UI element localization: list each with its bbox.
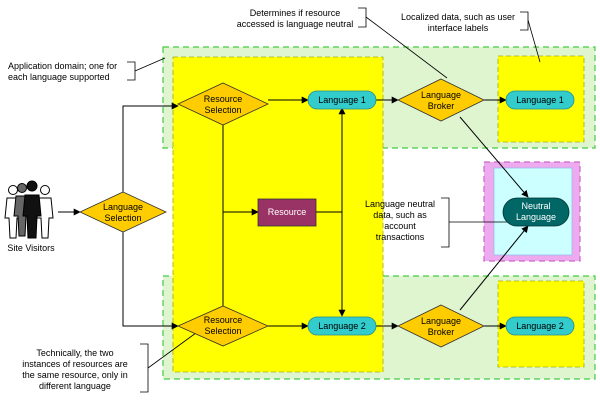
neutral-language-line1: Neutral	[521, 201, 550, 211]
broker-bottom-line2: Broker	[428, 327, 455, 337]
technically-note-line1: Technically, the two	[36, 348, 113, 358]
leader-determines	[365, 16, 448, 79]
resource-selection-bottom-line1: Resource	[204, 315, 243, 325]
arrow-selection-to-top	[122, 102, 179, 198]
resource-selection-bottom-diamond	[177, 305, 269, 347]
neutral-data-note-line2: data, such as	[373, 210, 427, 220]
resource-selection-top-line2: Selection	[204, 105, 241, 115]
neutral-language-line2: Language	[516, 212, 556, 222]
resource-selection-bottom-line2: Selection	[204, 326, 241, 336]
language-selection-diamond	[79, 191, 167, 233]
determines-note-line2: accessed is language neutral	[237, 19, 354, 29]
language-selection-line1: Language	[103, 202, 143, 212]
broker-top-line1: Language	[421, 90, 461, 100]
arrow-selection-to-bottom	[122, 226, 179, 330]
language-broker-top-diamond	[397, 78, 485, 122]
language2-right-label: Language 2	[516, 321, 564, 331]
technically-note-line4: different language	[39, 381, 111, 391]
resource-box	[257, 198, 317, 227]
language1-left-label: Language 1	[318, 95, 366, 105]
neutral-data-note-line1: Language neutral	[365, 199, 435, 209]
resource-selection-top-diamond	[177, 82, 269, 126]
neutral-data-note-line4: transactions	[376, 232, 425, 242]
language2-left-label: Language 2	[318, 321, 366, 331]
language1-right-pill	[505, 90, 575, 110]
localized-note-line2: interface labels	[428, 23, 489, 33]
language1-right-label: Language 1	[516, 95, 564, 105]
app-domain-note-line2: each language supported	[8, 72, 110, 82]
bracket-localized	[520, 11, 529, 31]
leader-app-domain	[134, 57, 166, 72]
language2-right-pill	[505, 316, 575, 336]
bracket-determines	[358, 7, 367, 28]
resource-label: Resource	[268, 207, 307, 217]
technically-note-line2: instances of resources are	[22, 359, 128, 369]
language-selection-line2: Selection	[104, 213, 141, 223]
broker-bottom-line1: Language	[421, 316, 461, 326]
app-domain-note-line1: Application domain; one for	[8, 61, 117, 71]
leader-technically	[147, 329, 201, 369]
bracket-app-domain	[127, 61, 136, 81]
arrow-broker-top-to-neutral	[459, 116, 529, 198]
site-visitors-label: Site Visitors	[7, 243, 55, 253]
bracket-neutral-data	[441, 197, 450, 248]
language1-left-pill	[307, 90, 377, 110]
arrow-broker-bottom-to-neutral	[459, 225, 529, 311]
determines-note-line1: Determines if resource	[250, 8, 341, 18]
technically-note-line3: the same resource, only in	[22, 370, 128, 380]
bracket-technically	[140, 343, 149, 393]
localized-note-line1: Localized data, such as user	[401, 12, 515, 22]
language2-left-pill	[307, 316, 377, 336]
broker-top-line2: Broker	[428, 101, 455, 111]
resource-selection-top-line1: Resource	[204, 94, 243, 104]
neutral-language-pill	[502, 197, 570, 227]
leader-localized	[527, 19, 541, 63]
people-icon	[4, 180, 54, 239]
neutral-data-note-line3: account	[384, 221, 416, 231]
language-broker-bottom-diamond	[397, 304, 485, 348]
